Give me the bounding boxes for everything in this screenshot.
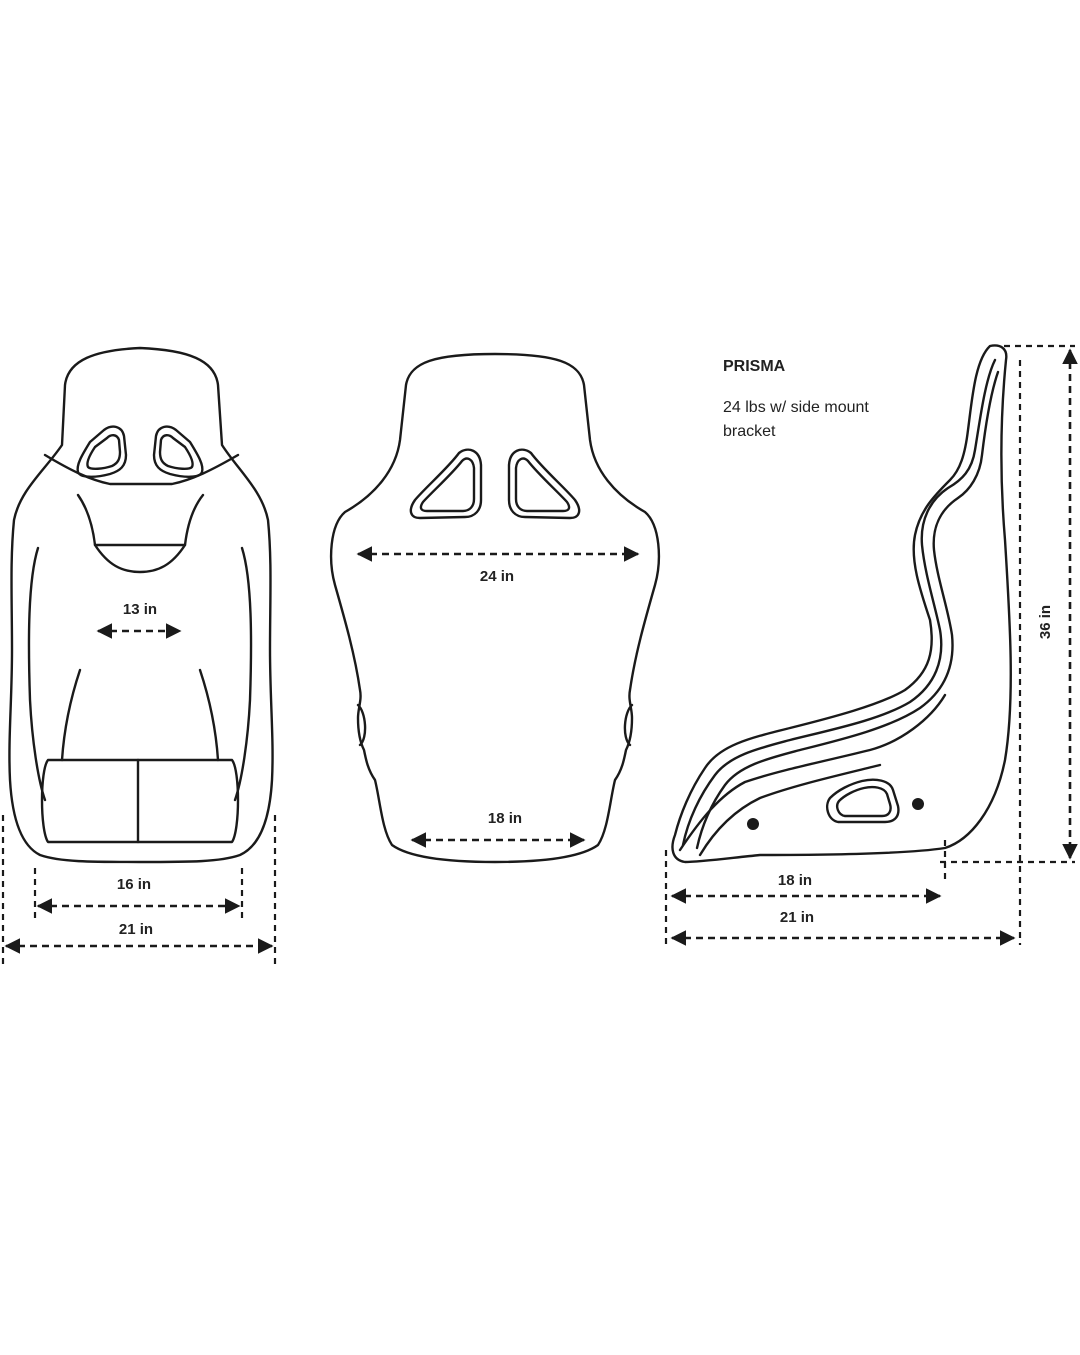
front-harness-slot-right-inner <box>158 434 194 470</box>
side-overall-depth-label: 21 in <box>780 909 814 926</box>
side-seat-inner-shell <box>681 358 997 847</box>
side-height-label: 36 in <box>1037 605 1054 639</box>
front-seat-width-label: 16 in <box>117 876 151 893</box>
back-view-seat <box>329 352 661 864</box>
side-mount-slot-inner <box>836 785 892 818</box>
front-harness-slot-left <box>76 425 128 478</box>
back-harness-slot-right <box>507 448 581 520</box>
side-seat-inner-shell-2 <box>695 370 1000 850</box>
front-overall-width-label: 21 in <box>119 921 153 938</box>
front-harness-slot-left-inner <box>86 434 122 470</box>
side-mount-bolt-1 <box>747 818 759 830</box>
back-base-width-label: 18 in <box>488 810 522 827</box>
side-seat-outline <box>671 344 1012 864</box>
back-harness-slot-left-inner <box>419 457 476 513</box>
back-view-dimensions: 24 in 18 in <box>356 546 640 848</box>
front-seat-headrest-line <box>43 453 240 486</box>
front-seat-chest-panel <box>76 493 205 547</box>
front-seat-bolster-left <box>60 668 220 762</box>
side-base-depth-label: 18 in <box>778 872 812 889</box>
front-harness-slot-right <box>152 425 204 478</box>
back-harness-slot-left <box>409 448 483 520</box>
side-view-seat <box>671 344 1012 864</box>
back-shoulder-width-label: 24 in <box>480 568 514 585</box>
product-name: PRISMA <box>723 358 786 375</box>
front-view-seat <box>8 346 274 864</box>
front-seat-back-panel <box>93 543 187 574</box>
front-inner-width-label: 13 in <box>123 601 157 618</box>
front-seat-cushion <box>40 758 240 844</box>
product-weight-line-2: bracket <box>723 423 776 440</box>
front-seat-outline <box>8 346 274 864</box>
side-mount-bolt-2 <box>912 798 924 810</box>
side-view-dimensions: 36 in 18 in 21 in <box>664 344 1078 946</box>
front-seat-inner-bolsters <box>27 546 253 802</box>
side-mount-slot <box>826 778 900 824</box>
front-view-dimensions: 13 in 16 in 21 in <box>1 601 277 965</box>
back-seat-outline <box>329 352 661 864</box>
back-seat-lower-notch <box>356 703 634 747</box>
back-harness-slot-right-inner <box>514 457 571 513</box>
product-weight-line-1: 24 lbs w/ side mount <box>723 399 869 416</box>
product-info: PRISMA 24 lbs w/ side mount bracket <box>723 358 869 440</box>
side-seat-cushion-top <box>678 693 947 857</box>
